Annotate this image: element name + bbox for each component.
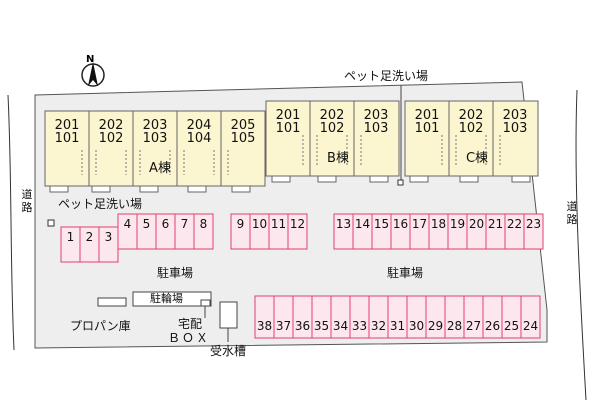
parking-space-number: 10 [252,217,267,231]
parking-space-number: 5 [143,217,151,231]
parking-space-number: 8 [200,217,208,231]
parking-space-number: 32 [371,319,386,333]
pet-wash-left-label: ペット足洗い場 [58,197,143,211]
building-a [44,110,266,193]
delivery-label-2: ＢＯＸ [168,331,211,345]
unit-number-upper: 204 [187,118,212,133]
parking-space-number: 27 [466,319,481,333]
north-label: N [86,54,94,65]
unit-number-upper: 201 [55,118,80,133]
parking-space-number: 24 [523,319,538,333]
parking-space-number: 37 [276,319,291,333]
parking-space-number: 28 [447,319,462,333]
pet-wash-top-marker [397,179,404,186]
parking-space-number: 23 [526,217,541,231]
building-c [404,100,539,183]
parking-space-number: 17 [412,217,427,231]
parking-space-number: 20 [469,217,484,231]
parking-space-number: 38 [257,319,272,333]
building-name: A棟 [149,161,171,176]
parking-space-number: 19 [450,217,465,231]
unit-number-lower: 101 [276,121,301,136]
building-name: C棟 [466,151,488,166]
road-label-right: 道路 [566,200,578,226]
parking-space-number: 36 [295,319,310,333]
parking-space-number: 14 [355,217,370,231]
bicycle-parking-label: 駐輪場 [150,292,183,305]
parking-space [520,295,541,339]
water-tank [219,301,238,329]
unit-number-upper: 203 [143,118,168,133]
parking-space [523,213,544,250]
parking-space-number: 15 [374,217,389,231]
parking-space-number: 33 [352,319,367,333]
parking-space-number: 2 [86,230,94,244]
propane-store [97,297,127,307]
unit-number-lower: 101 [415,121,440,136]
parking-space [287,213,308,250]
parking-space-number: 11 [271,217,286,231]
unit-number-upper: 205 [231,118,256,133]
unit-number-lower: 104 [187,131,212,146]
parking-space-number: 35 [314,319,329,333]
unit-number-upper: 202 [459,108,484,123]
parking-space-number: 34 [333,319,348,333]
unit-number-lower: 103 [364,121,389,136]
parking-label-left: 駐車場 [157,266,194,280]
building-name: B棟 [327,151,349,166]
unit-number-upper: 203 [503,108,528,123]
unit-number-upper: 201 [276,108,301,123]
north-arrow-icon: N [81,54,105,87]
pet-wash-left-marker [47,219,55,227]
unit-number-lower: 103 [503,121,528,136]
parking-space-number: 1 [67,230,75,244]
parking-space-number: 31 [390,319,405,333]
parking-space-number: 4 [124,217,132,231]
parking-space-number: 13 [336,217,351,231]
unit-number-upper: 202 [99,118,124,133]
parking-space-number: 25 [504,319,519,333]
road-label-left: 道路 [21,188,33,214]
bicycle-parking [132,291,212,307]
parking-space-number: 16 [393,217,408,231]
unit-number-lower: 101 [55,131,80,146]
parking-space-number: 26 [485,319,500,333]
parking-space-number: 12 [290,217,305,231]
building-b [265,100,400,183]
delivery-label-1: 宅配 [178,317,203,331]
parking-space-number: 18 [431,217,446,231]
unit-number-lower: 102 [459,121,484,136]
pet-wash-top-label: ペット足洗い場 [344,69,429,83]
delivery-box [200,299,211,307]
parking-space-number: 3 [105,230,113,244]
water-tank-label: 受水槽 [210,344,247,358]
unit-number-lower: 102 [99,131,124,146]
parking-space-number: 30 [409,319,424,333]
parking-space-number: 6 [162,217,170,231]
parking-space-number: 29 [428,319,443,333]
unit-number-upper: 202 [320,108,345,123]
unit-number-upper: 203 [364,108,389,123]
parking-space-number: 21 [488,217,503,231]
parking-space [193,213,214,250]
unit-number-lower: 105 [231,131,256,146]
road-edge-right [575,89,587,400]
parking-label-right: 駐車場 [387,266,424,280]
parking-space-number: 7 [181,217,189,231]
unit-number-upper: 201 [415,108,440,123]
unit-number-lower: 102 [320,121,345,136]
parking-space-number: 9 [237,217,245,231]
unit-number-lower: 103 [143,131,168,146]
parking-space-number: 22 [507,217,522,231]
propane-label: プロパン庫 [70,319,131,333]
road-edge-left [7,94,15,351]
